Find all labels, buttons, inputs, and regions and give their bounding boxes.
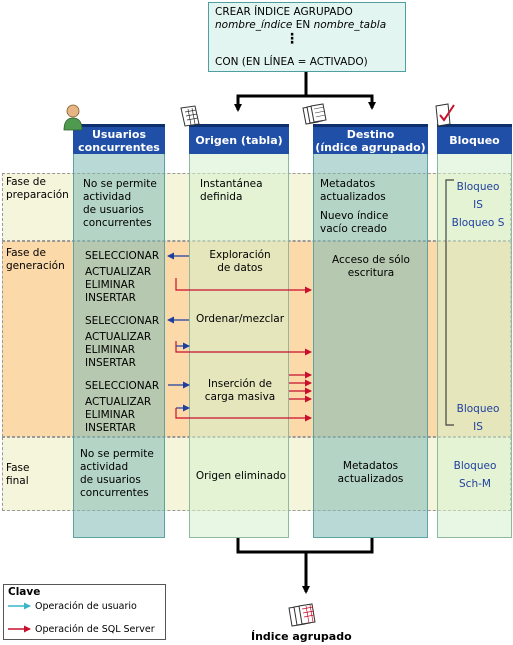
user-icon	[63, 104, 83, 131]
arrows-group-3	[168, 371, 312, 422]
statement-line-4: CON (EN LÍNEA = ACTIVADO)	[215, 56, 368, 68]
arrows-group-1	[167, 252, 312, 294]
table-grid-icon	[180, 105, 200, 127]
statement-line-2: nombre_índice EN nombre_tabla	[215, 19, 387, 31]
column-source: Origen (tabla)	[189, 124, 289, 538]
arrows-group-2	[167, 316, 312, 356]
column-dest: Destino(índice agrupado)	[313, 124, 428, 538]
statement-ellipsis: ⋮	[285, 31, 299, 47]
lock-bracket	[445, 179, 454, 426]
legend-title: Clave	[8, 586, 41, 598]
statement-box: CREAR ÍNDICE AGRUPADO nombre_índice EN n…	[208, 2, 406, 72]
build-source-sort: Ordenar/mezclar	[195, 313, 285, 325]
clustered-index-icon	[288, 603, 316, 627]
legend-box: Clave Operación de usuario Operación de …	[3, 584, 166, 640]
ops-group-2: SELECCIONAR ACTUALIZAR ELIMINAR INSERTAR	[85, 315, 160, 369]
final-source-text: Origen eliminado	[195, 470, 287, 482]
legend-sql-op-label: Operación de SQL Server	[35, 624, 155, 635]
top-connector	[234, 72, 376, 112]
statement-line-1: CREAR ÍNDICE AGRUPADO	[215, 6, 353, 18]
stacked-grid-icon	[302, 103, 327, 125]
column-header-dest: Destino(índice agrupado)	[313, 124, 428, 154]
checked-document-icon	[435, 103, 455, 127]
ops-group-3: SELECCIONAR ACTUALIZAR ELIMINAR INSERTAR	[85, 380, 160, 434]
footer-label: Índice agrupado	[251, 630, 352, 643]
legend-user-op-label: Operación de usuario	[35, 601, 137, 612]
column-header-source: Origen (tabla)	[189, 124, 289, 154]
bottom-connector	[236, 538, 374, 594]
ops-group-1: SELECCIONAR ACTUALIZAR ELIMINAR INSERTAR	[85, 250, 160, 304]
column-lock: Bloqueo	[437, 124, 512, 538]
column-header-lock: Bloqueo	[437, 124, 512, 154]
